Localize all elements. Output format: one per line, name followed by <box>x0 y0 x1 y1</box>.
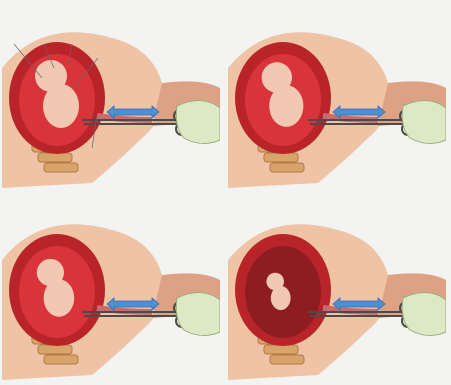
panel-2 <box>228 8 446 188</box>
vertebra <box>44 355 78 364</box>
panel-illustration <box>228 200 446 380</box>
fetus-body <box>44 279 75 316</box>
panel-illustration <box>2 200 220 380</box>
panel-3 <box>2 200 220 380</box>
panel-illustration <box>228 8 446 188</box>
vertebra <box>38 345 72 354</box>
vertebra <box>44 163 78 172</box>
vertebra <box>270 355 304 364</box>
panel-1 <box>2 8 220 188</box>
gloved-hand <box>176 292 220 335</box>
vertebra <box>264 345 298 354</box>
fetus-body <box>271 286 291 310</box>
fetus-body <box>269 85 303 127</box>
gloved-hand <box>176 100 220 143</box>
panel-4 <box>228 200 446 380</box>
vertebra <box>264 153 298 162</box>
gloved-hand <box>402 292 446 335</box>
vertebra <box>38 153 72 162</box>
vertebra <box>270 163 304 172</box>
gloved-hand <box>402 100 446 143</box>
panel-illustration <box>2 8 220 188</box>
fetus-body <box>43 84 79 128</box>
